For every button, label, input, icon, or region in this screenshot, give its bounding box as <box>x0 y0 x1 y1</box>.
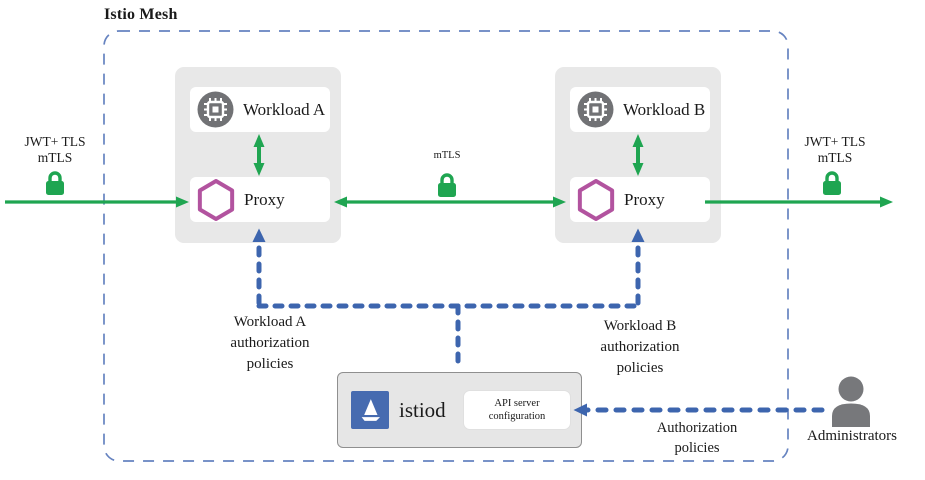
workload-a-group: Workload A Proxy <box>175 67 341 243</box>
sailboat-icon <box>351 391 389 429</box>
proxy-a-node: Proxy <box>190 177 330 222</box>
egress-security-label: JWT+ TLS mTLS <box>804 134 866 165</box>
api-server-configuration-node: API server configuration <box>463 390 571 430</box>
cpu-chip-icon <box>577 91 614 128</box>
istiod-label: istiod <box>399 397 446 422</box>
proxy-a-label: Proxy <box>244 189 285 209</box>
ingress-security-label: JWT+ TLS mTLS <box>24 134 86 165</box>
mtls-label: mTLS <box>433 150 461 161</box>
workload-a-label: Workload A <box>243 99 326 119</box>
proxy-hexagon-icon <box>577 178 615 221</box>
mesh-title: Istio Mesh <box>104 6 178 23</box>
proxy-hexagon-icon <box>197 178 235 221</box>
workload-b-group: Workload B Proxy <box>555 67 721 243</box>
workload-b-label: Workload B <box>623 99 706 119</box>
proxy-b-label: Proxy <box>624 189 665 209</box>
cpu-chip-icon <box>197 91 234 128</box>
workload-a-node: Workload A <box>190 87 330 132</box>
lock-icon <box>435 171 459 204</box>
person-icon <box>827 374 875 433</box>
lock-icon <box>820 169 844 202</box>
workload-b-policies-label: Workload B authorization policies <box>600 318 680 376</box>
authorization-policies-label: Authorization policies <box>656 420 738 456</box>
proxy-b-node: Proxy <box>570 177 710 222</box>
workload-a-policies-label: Workload A authorization policies <box>230 314 310 372</box>
workload-b-node: Workload B <box>570 87 710 132</box>
administrators-label: Administrators <box>807 428 897 444</box>
lock-icon <box>43 169 67 202</box>
istiod-node: istiod API server configuration <box>337 372 582 448</box>
